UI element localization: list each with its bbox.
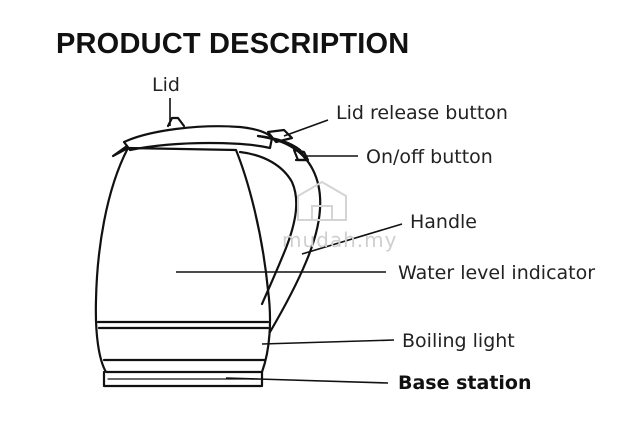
- label-lid-release-button: Lid release button: [336, 102, 508, 124]
- watermark-text: mudah.my: [282, 228, 398, 252]
- watermark-logo-icon: [297, 180, 347, 221]
- kettle-body: [94, 146, 272, 374]
- label-base-station: Base station: [398, 372, 532, 394]
- kettle-handle: [256, 134, 322, 334]
- label-handle: Handle: [410, 211, 478, 233]
- on-off-button: [292, 148, 310, 162]
- label-lid: Lid: [152, 74, 180, 96]
- kettle-lid: [122, 125, 274, 152]
- label-on-off-button: On/off button: [366, 146, 493, 168]
- leader-lines: [169, 98, 403, 384]
- label-boiling-light: Boiling light: [402, 330, 515, 352]
- page-title: PRODUCT DESCRIPTION: [56, 28, 410, 60]
- label-water-level-indicator: Water level indicator: [398, 262, 596, 284]
- kettle-outline-icon: [94, 116, 322, 388]
- lid-release-button: [266, 128, 294, 144]
- kettle-spout: [111, 144, 130, 158]
